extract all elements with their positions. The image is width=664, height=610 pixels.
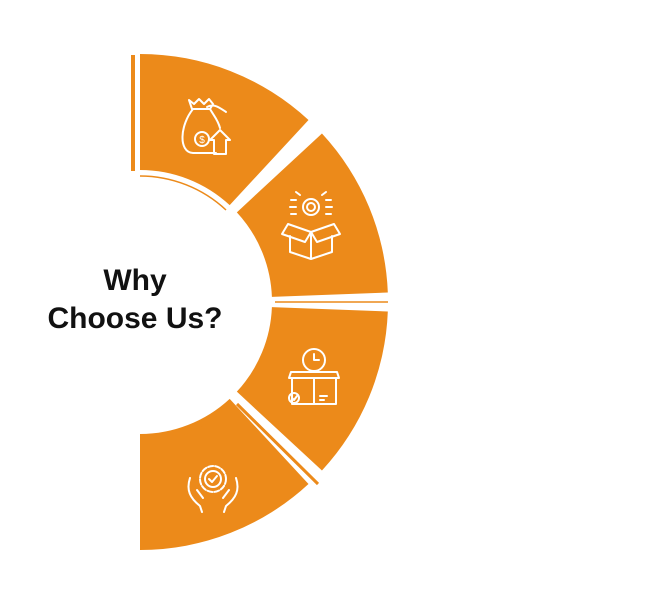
ring-segment-4 [140, 398, 309, 550]
money-bag-growth-icon: $ [181, 98, 231, 155]
accent-arc-inner-bottom [145, 404, 236, 441]
ring-segment-1 [140, 54, 309, 206]
box-clock-delivery-icon [288, 348, 340, 405]
ring-segment-3 [236, 307, 388, 471]
accent-bar [131, 55, 135, 171]
page-title: Why Choose Us? [20, 262, 250, 338]
hands-gear-check-icon [187, 465, 239, 513]
title-line-2: Choose Us? [47, 302, 223, 335]
accent-arc-inner-top [139, 175, 227, 211]
title-line-1: Why [103, 264, 167, 297]
accent-line-diag [235, 402, 320, 486]
svg-text:$: $ [199, 135, 205, 146]
box-gear-icon [281, 191, 341, 260]
